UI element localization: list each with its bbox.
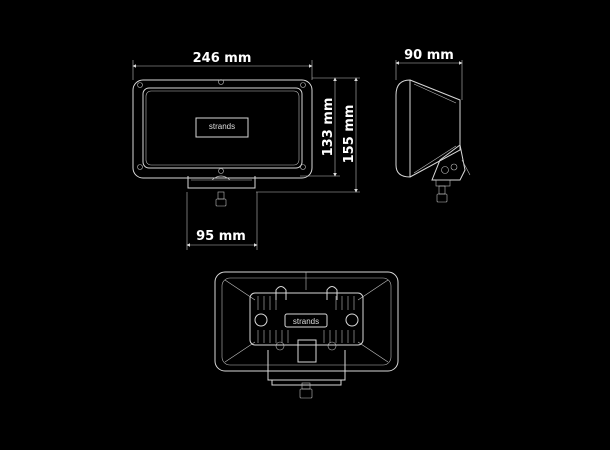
side-view [395,79,471,203]
screw-icons [137,79,306,174]
dimension-lines [132,60,463,250]
back-view: strands [214,271,399,399]
heatsink [249,292,364,346]
back-logo: strands [293,317,319,326]
back-logo-plate [284,313,328,328]
bracket-width-label: 95 mm [196,229,246,244]
front-logo-plate [195,117,249,138]
total-height-label: 155 mm [342,105,357,164]
front-logo: strands [209,122,235,131]
width-label: 246 mm [193,51,252,66]
front-view: strands [132,79,313,207]
bolt [217,191,225,200]
front-bracket [187,176,256,189]
side-bracket [431,144,466,181]
lens-height-label: 133 mm [321,98,336,157]
depth-label: 90 mm [404,48,454,63]
